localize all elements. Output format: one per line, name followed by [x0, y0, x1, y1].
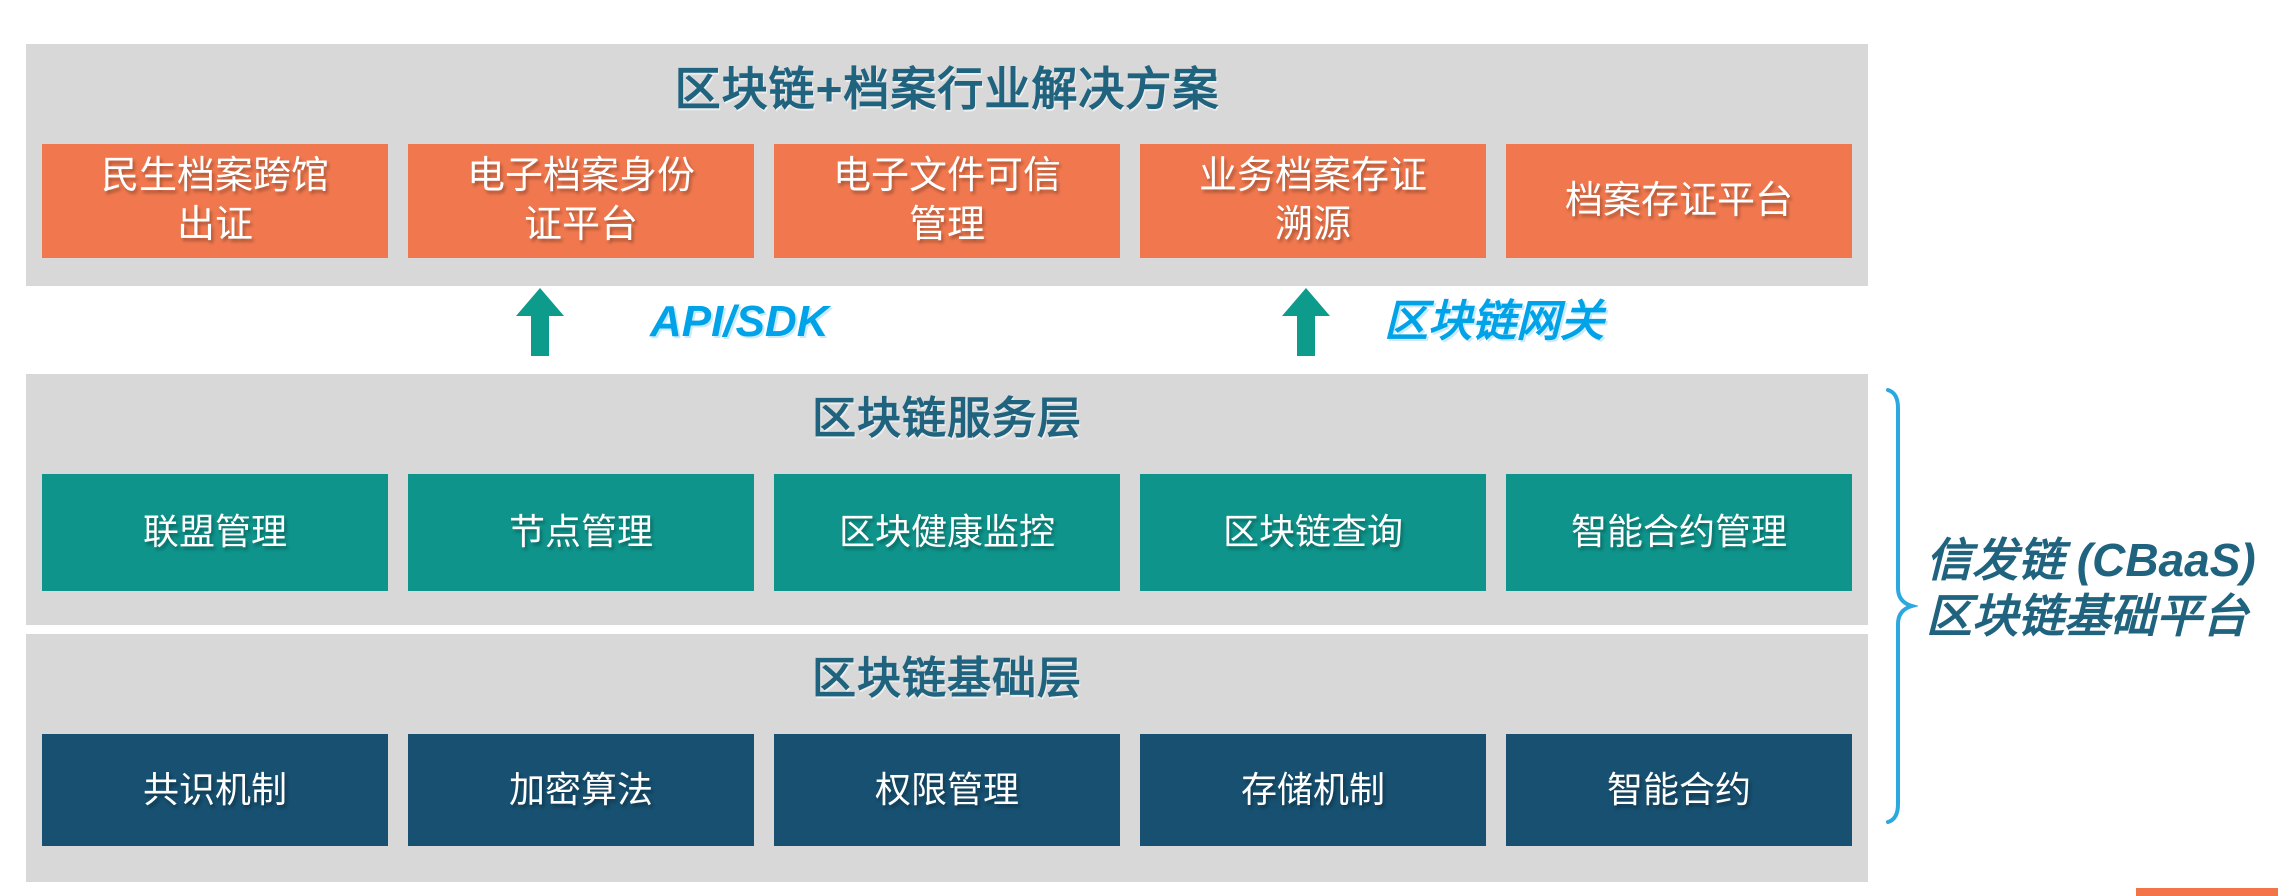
right-brace-icon	[1886, 388, 1918, 824]
platform-side-note-line1: 信发链 (CBaaS)	[1926, 534, 2256, 586]
service-box: 联盟管理	[42, 474, 388, 591]
base-box: 共识机制	[42, 734, 388, 846]
service-box: 区块健康监控	[774, 474, 1120, 591]
solution-box: 业务档案存证 溯源	[1140, 144, 1486, 258]
base-box: 加密算法	[408, 734, 754, 846]
base-layer-band: 区块链基础层 共识机制 加密算法 权限管理 存储机制 智能合约	[26, 634, 1868, 882]
solution-box: 档案存证平台	[1506, 144, 1852, 258]
service-layer-title: 区块链服务层	[812, 394, 1082, 443]
base-layer-title: 区块链基础层	[812, 654, 1082, 703]
base-box: 智能合约	[1506, 734, 1852, 846]
service-box: 区块链查询	[1140, 474, 1486, 591]
up-arrow-icon	[1282, 288, 1330, 356]
service-layer-band: 区块链服务层 联盟管理 节点管理 区块健康监控 区块链查询 智能合约管理	[26, 374, 1868, 625]
platform-side-note-line2: 区块链基础平台	[1926, 590, 2248, 642]
base-box-row: 共识机制 加密算法 权限管理 存储机制 智能合约	[26, 734, 1868, 846]
service-box: 智能合约管理	[1506, 474, 1852, 591]
connector-label-api-sdk: API/SDK	[650, 297, 829, 346]
up-arrow-icon	[516, 288, 564, 356]
solution-box: 电子文件可信 管理	[774, 144, 1120, 258]
platform-side-note: 信发链 (CBaaS) 区块链基础平台	[1926, 532, 2256, 644]
base-box: 存储机制	[1140, 734, 1486, 846]
solution-box: 民生档案跨馆 出证	[42, 144, 388, 258]
service-box: 节点管理	[408, 474, 754, 591]
solution-layer-title: 区块链+档案行业解决方案	[674, 63, 1220, 115]
solution-box-row: 民生档案跨馆 出证 电子档案身份 证平台 电子文件可信 管理 业务档案存证 溯源…	[26, 144, 1868, 258]
bottom-accent-bar	[2136, 888, 2278, 896]
solution-layer-band: 区块链+档案行业解决方案 民生档案跨馆 出证 电子档案身份 证平台 电子文件可信…	[26, 44, 1868, 286]
solution-box: 电子档案身份 证平台	[408, 144, 754, 258]
service-box-row: 联盟管理 节点管理 区块健康监控 区块链查询 智能合约管理	[26, 474, 1868, 591]
base-box: 权限管理	[774, 734, 1120, 846]
connector-label-gateway: 区块链网关	[1384, 297, 1604, 346]
